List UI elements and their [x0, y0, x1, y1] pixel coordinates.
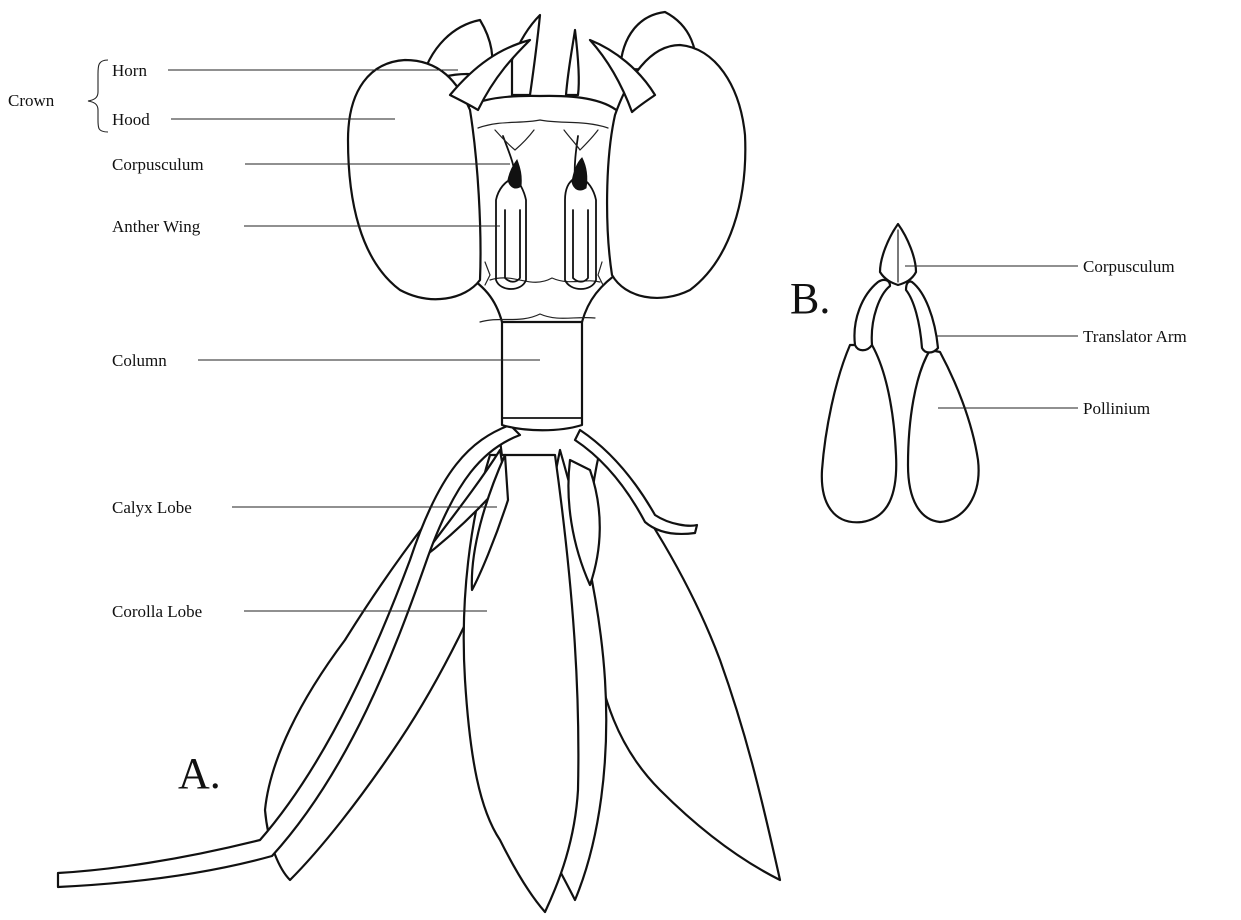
pollinarium-drawing [822, 224, 979, 522]
horn-label: Horn [112, 61, 147, 80]
corolla-lobe-label: Corolla Lobe [112, 602, 202, 621]
corpusculum-label-a: Corpusculum [112, 155, 204, 174]
flower-drawing [58, 12, 780, 912]
pollinium-label: Pollinium [1083, 399, 1150, 418]
pollinium-right [908, 350, 979, 522]
panel-label-b: B. [790, 274, 830, 323]
column [502, 320, 582, 430]
crown-label: Crown [8, 91, 55, 110]
horn-center-right [566, 30, 579, 95]
translator-arm-right [906, 281, 938, 352]
panel-label-a: A. [178, 749, 221, 798]
corolla-lobe-right [588, 450, 780, 880]
pedicel [58, 425, 520, 887]
translator-arm-label: Translator Arm [1083, 327, 1187, 346]
column-label: Column [112, 351, 167, 370]
crown-brace [88, 60, 108, 132]
hood-label: Hood [112, 110, 150, 129]
corpusculum-label-b: Corpusculum [1083, 257, 1175, 276]
gynostegium [458, 96, 622, 322]
translator-arm-left [854, 280, 890, 350]
pollinium-left [822, 345, 896, 522]
anther-wing-label: Anther Wing [112, 217, 201, 236]
calyx-lobe-label: Calyx Lobe [112, 498, 192, 517]
